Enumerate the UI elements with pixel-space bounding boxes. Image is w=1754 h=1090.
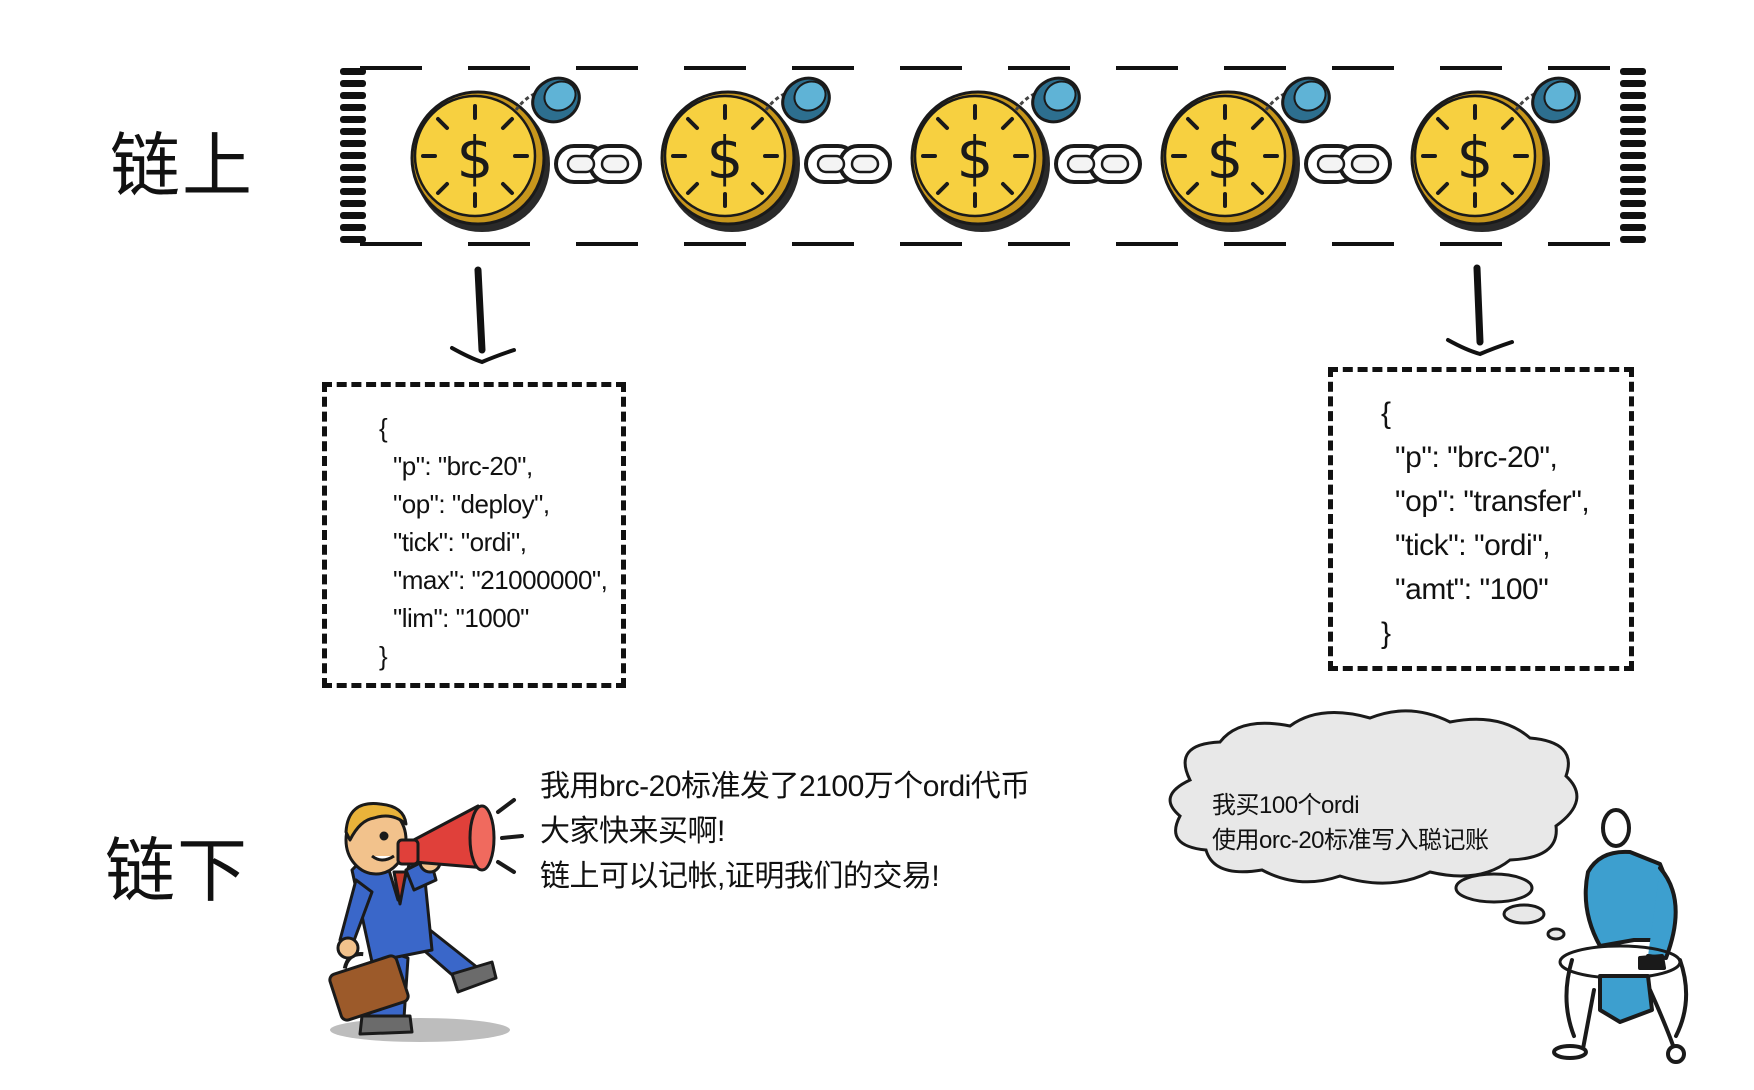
on-chain-label: 链上 xyxy=(110,125,254,207)
json-line: "tick": "ordi", xyxy=(1395,529,1551,562)
thought-text: 我买100个ordi 使用orc-20标准写入聪记账 xyxy=(1212,788,1489,858)
chain-link-icon xyxy=(804,144,892,184)
chain-link-icon xyxy=(1054,144,1142,184)
businessman-with-megaphone xyxy=(328,798,524,1042)
json-line: "amt": "100" xyxy=(1395,573,1549,606)
deploy-inscription-box: { "p": "brc-20", "op": "deploy", "tick":… xyxy=(322,382,626,688)
json-line: { xyxy=(379,413,388,443)
json-line: } xyxy=(1381,617,1391,650)
json-line: "max": "21000000", xyxy=(393,565,608,595)
json-line: "op": "deploy", xyxy=(393,489,550,519)
thought-line: 我买100个ordi xyxy=(1212,792,1360,819)
json-line: { xyxy=(1381,397,1391,430)
speech-line: 大家快来买啊! xyxy=(540,815,725,848)
off-chain-label: 链下 xyxy=(105,830,249,912)
arrow-to-deploy xyxy=(450,266,516,365)
thought-line: 使用orc-20标准写入聪记账 xyxy=(1212,827,1489,854)
json-line: "op": "transfer", xyxy=(1395,485,1590,518)
thought-cloud-icon xyxy=(1168,709,1579,941)
json-line: "tick": "ordi", xyxy=(393,527,527,557)
arrow-to-transfer xyxy=(1446,264,1514,357)
json-line: "p": "brc-20", xyxy=(1395,441,1558,474)
json-line: } xyxy=(379,641,388,671)
announcement-text: 我用brc-20标准发了2100万个ordi代币 大家快来买啊! 链上可以记帐,… xyxy=(540,764,1030,899)
speech-line: 我用brc-20标准发了2100万个ordi代币 xyxy=(540,770,1030,803)
chain-link-icon xyxy=(1304,144,1392,184)
thinking-person xyxy=(1552,808,1689,1064)
json-line: "p": "brc-20", xyxy=(393,451,533,481)
transfer-inscription-box: { "p": "brc-20", "op": "transfer", "tick… xyxy=(1328,367,1634,671)
coin-dollar-icon xyxy=(1410,67,1590,234)
chain-frame xyxy=(340,66,1646,246)
speech-line: 链上可以记帐,证明我们的交易! xyxy=(540,860,940,893)
chain-link-icon xyxy=(554,144,642,184)
json-line: "lim": "1000" xyxy=(393,603,529,633)
